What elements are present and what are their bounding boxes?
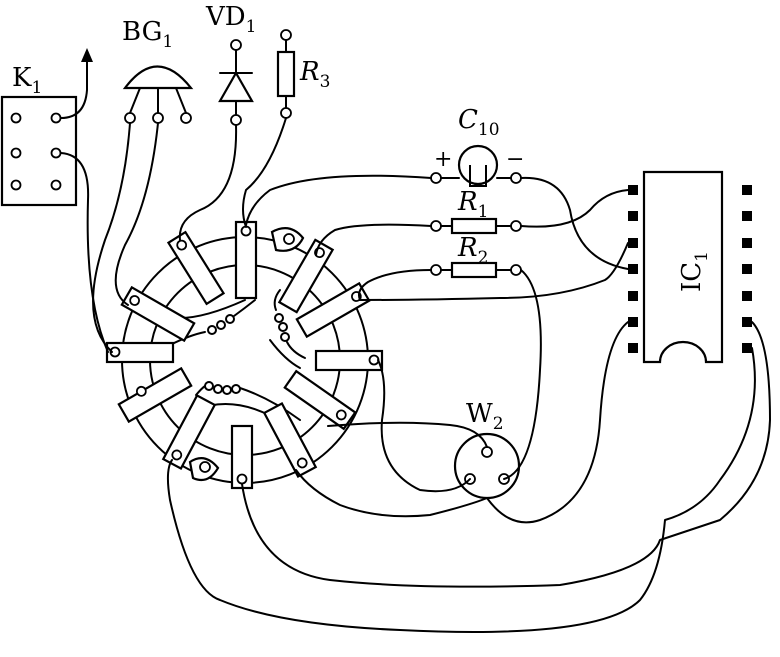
terminal-pad — [105, 341, 175, 364]
r3-resistor — [276, 29, 296, 119]
k1-switch — [0, 48, 93, 207]
k1-label: K1 — [12, 63, 42, 98]
r3-label: R3 — [299, 57, 330, 92]
terminal-pad — [230, 424, 254, 490]
w2-potentiometer — [453, 432, 521, 500]
terminal-pad — [120, 285, 196, 343]
r2-resistor — [430, 261, 522, 279]
c10-label: C10 — [458, 105, 500, 140]
ic1-chip — [628, 170, 752, 364]
r1-resistor — [430, 217, 522, 235]
w2-label: W2 — [466, 399, 504, 434]
r1-label: R1 — [457, 187, 488, 222]
terminal-pad — [234, 220, 258, 300]
ring-terminals — [105, 220, 384, 490]
terminal-pad — [283, 369, 357, 431]
r2-label: R2 — [457, 233, 488, 268]
ic1-label: IC1 — [677, 251, 712, 292]
terminal-pad — [314, 349, 384, 372]
terminal-pad — [262, 402, 318, 478]
c10-plus-sign: + — [434, 147, 452, 172]
terminal-pad — [161, 394, 217, 470]
vd1-diode — [218, 39, 254, 126]
terminal-pad — [117, 366, 193, 424]
bg1-transistor — [122, 65, 194, 124]
terminal-pad — [166, 230, 226, 306]
wires — [60, 117, 771, 633]
vd1-label: VD1 — [205, 2, 256, 37]
c10-minus-sign: − — [506, 147, 524, 172]
bg1-label: BG1 — [122, 17, 173, 52]
